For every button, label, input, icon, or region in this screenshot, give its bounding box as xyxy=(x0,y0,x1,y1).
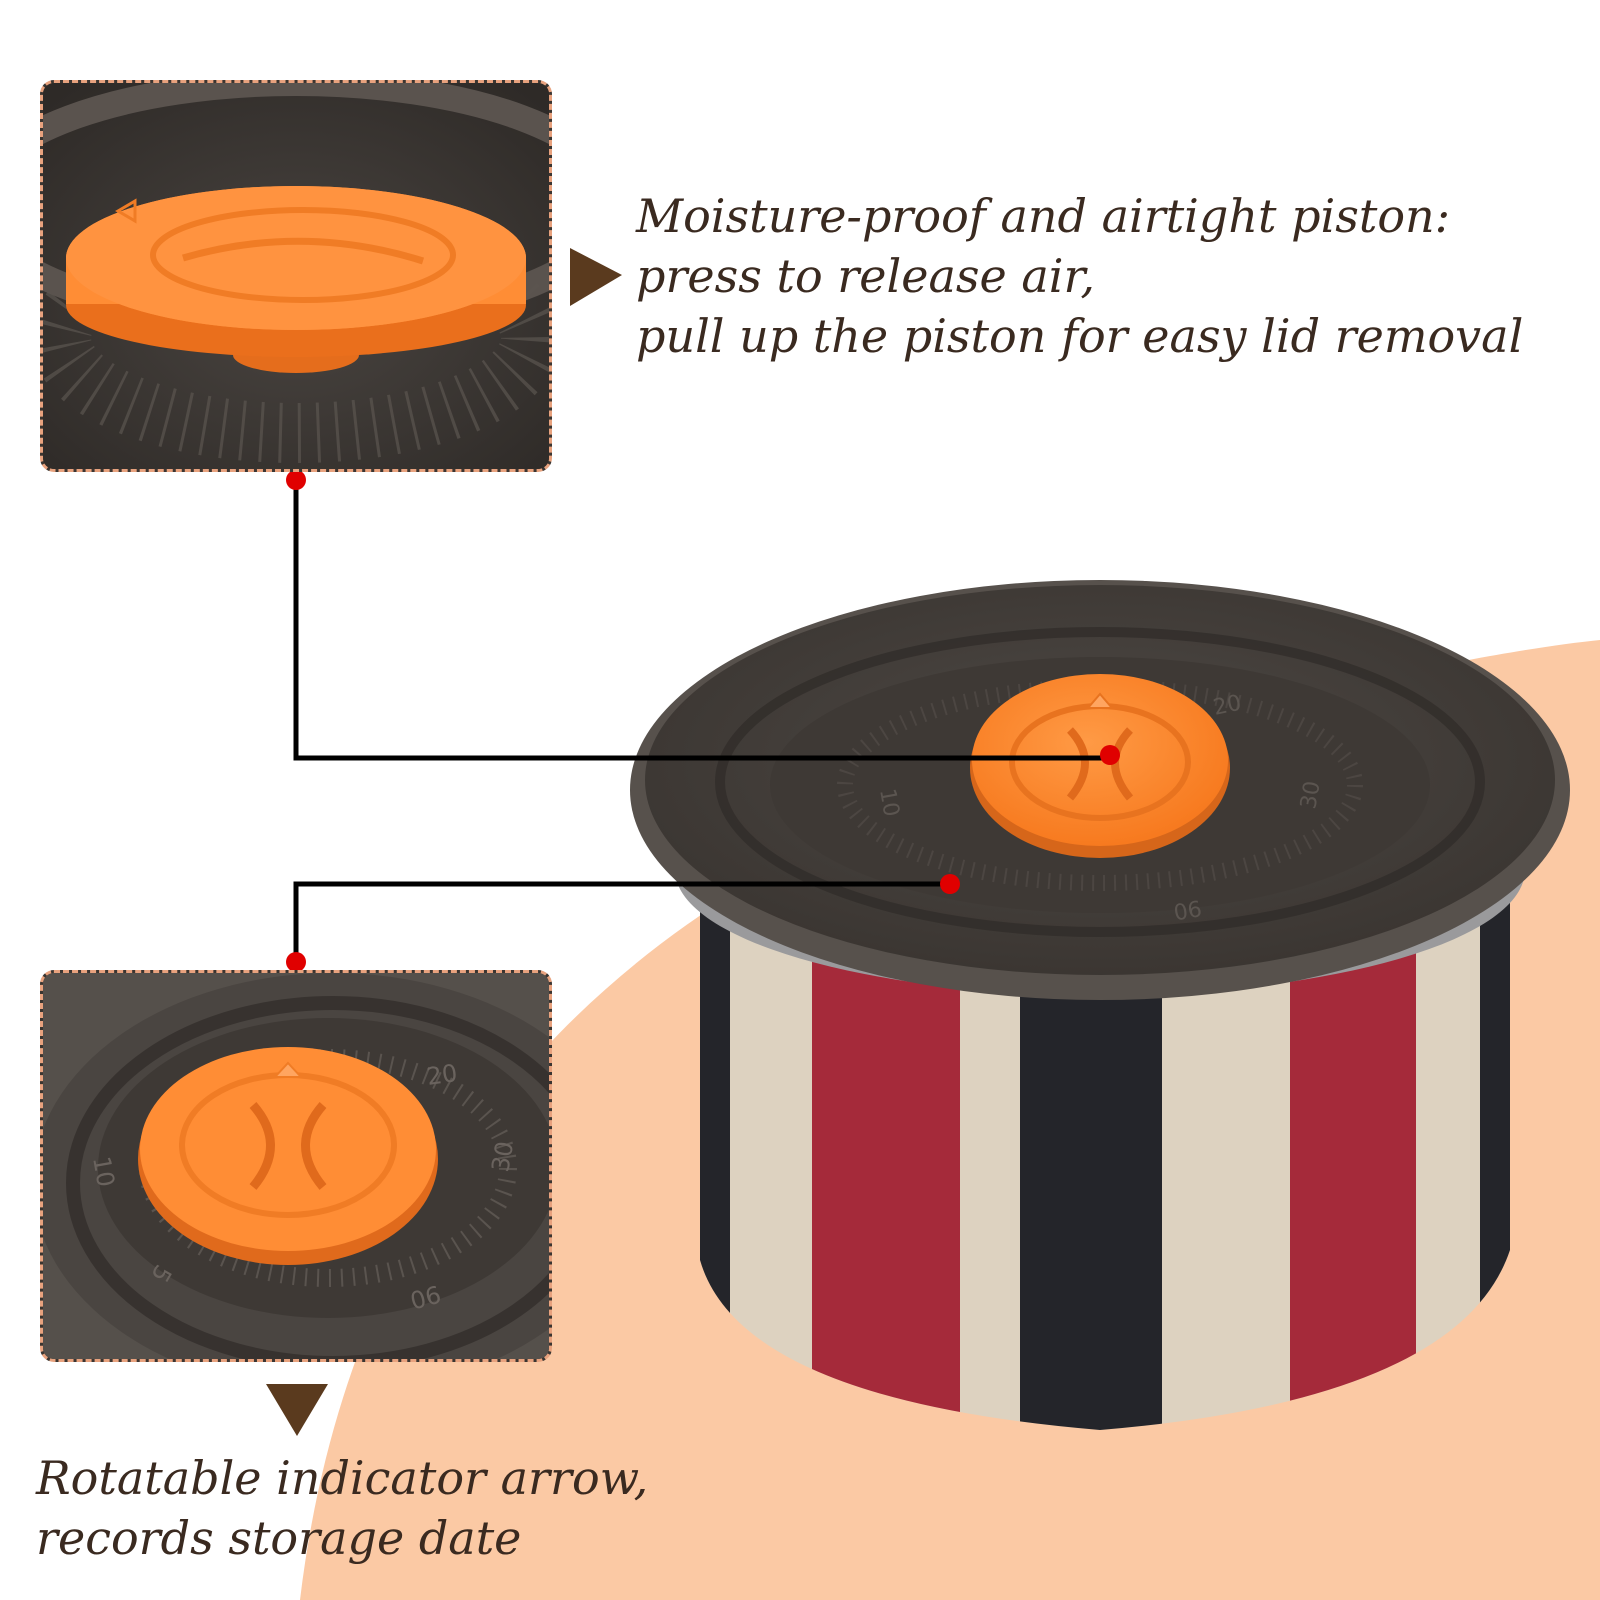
inset-dial-number-20: 20 xyxy=(425,1059,459,1091)
inset-dial-number-10: 10 xyxy=(87,1154,120,1189)
lid-dial-number-90: 90 xyxy=(1171,894,1203,923)
lid-dial-number-20: 20 xyxy=(1211,691,1244,721)
pointer-down-icon xyxy=(266,1384,328,1436)
callout-line-top xyxy=(293,480,1110,761)
inset-dial-number-30: 30 xyxy=(486,1139,519,1174)
inset-piston-closeup xyxy=(40,80,552,472)
piston-caption-line-1: Moisture-proof and airtight piston: xyxy=(636,189,1451,243)
pointer-right-icon xyxy=(570,248,622,306)
indicator-feature-caption: Rotatable indicator arrow, records stora… xyxy=(36,1448,648,1568)
callout-line-bottom xyxy=(293,881,950,962)
indicator-caption-line-2: records storage date xyxy=(36,1511,522,1565)
callout-dot-piston xyxy=(1100,745,1120,765)
inset-dial-closeup: 20 10 30 90 5 xyxy=(40,970,552,1362)
indicator-caption-line-1: Rotatable indicator arrow, xyxy=(36,1451,649,1505)
callout-dot-dial xyxy=(940,874,960,894)
callout-dot-bottom-inset xyxy=(286,952,306,972)
callout-dot-top-inset xyxy=(286,470,306,490)
piston-feature-caption: Moisture-proof and airtight piston: pres… xyxy=(636,186,1523,366)
orange-piston xyxy=(970,674,1230,858)
piston-caption-line-3: pull up the piston for easy lid removal xyxy=(636,309,1524,363)
lid-dial-number-10: 10 xyxy=(874,787,903,819)
piston-caption-line-2: press to release air, xyxy=(636,249,1096,303)
lid-dial-number-30: 30 xyxy=(1296,779,1325,811)
indicator-triangle-icon xyxy=(1085,692,1115,709)
